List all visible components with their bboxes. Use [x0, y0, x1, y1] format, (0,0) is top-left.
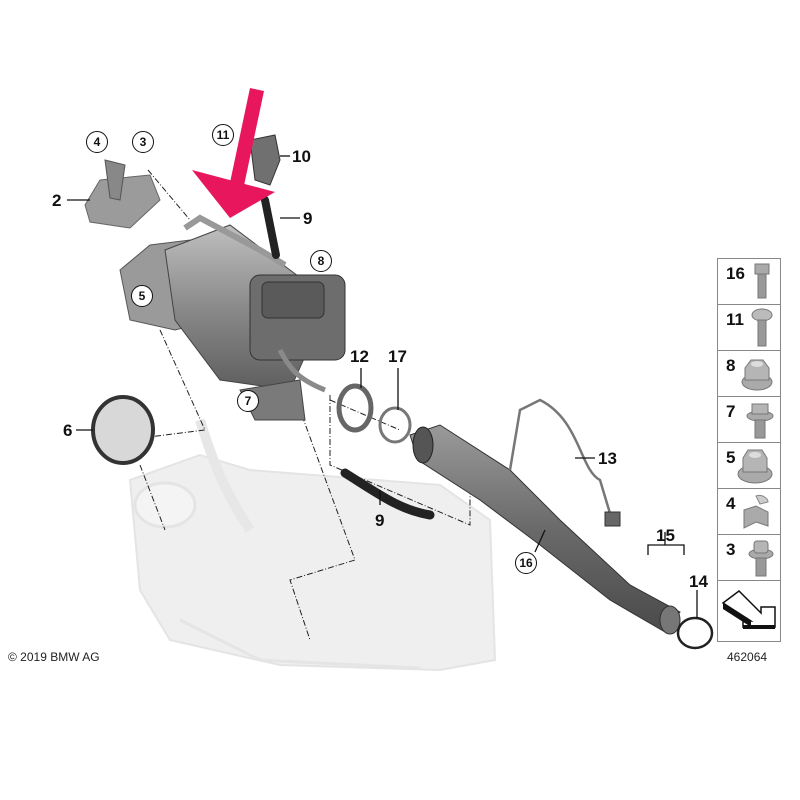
collar-nut-icon: [737, 449, 773, 484]
highlight-arrow: [192, 88, 275, 218]
upper-hose: [261, 196, 280, 259]
legend-item-5: 5: [717, 442, 781, 489]
sealing-ring: [676, 616, 714, 650]
legend-item-16: 16: [717, 258, 781, 305]
clamp-ring: [378, 406, 412, 444]
callout-11: 11: [212, 124, 234, 146]
legend-item-8: 8: [717, 350, 781, 397]
hex-flange-nut-icon: [741, 359, 773, 391]
v-band-clamp: [336, 383, 374, 433]
exhaust-aftertreatment-module: [119, 214, 346, 421]
diagram-number: 462064: [727, 650, 768, 664]
legend-item-11: 11: [717, 304, 781, 351]
hex-flange-bolt-icon: [754, 263, 770, 299]
callout-15: 15: [656, 526, 675, 545]
callout-17: 17: [388, 347, 407, 366]
callout-7: 7: [237, 390, 259, 412]
torx-flange-bolt-icon: [748, 540, 774, 577]
legend-item-4: 4: [717, 488, 781, 535]
callout-14: 14: [689, 572, 708, 591]
legend-direction: [717, 580, 781, 642]
copyright-notice: © 2019 BMW AG: [8, 650, 100, 664]
gasket: [91, 395, 155, 465]
callout-6: 6: [63, 421, 73, 440]
callout-8: 8: [310, 250, 332, 272]
clip-nut-icon: [743, 495, 769, 529]
torx-bolt-icon: [751, 308, 773, 347]
legend-item-3: 3: [717, 534, 781, 581]
pressure-sensor: [249, 134, 281, 186]
callout-13: 13: [598, 449, 617, 468]
callout-3: 3: [132, 131, 154, 153]
callout-2: 2: [52, 191, 62, 210]
callout-9-lower: 9: [375, 511, 385, 530]
direction-arrow-icon: [721, 590, 776, 629]
callout-12: 12: [350, 347, 369, 366]
callout-5: 5: [131, 285, 153, 307]
callout-4: 4: [86, 131, 108, 153]
lower-hose: [340, 468, 435, 520]
legend-item-7: 7: [717, 396, 781, 443]
temperature-sensor-cable: [508, 398, 614, 521]
callout-9-upper: 9: [303, 209, 313, 228]
callout-16: 16: [515, 552, 537, 574]
callout-10: 10: [292, 147, 311, 166]
hex-flange-bolt-icon: [746, 403, 774, 439]
heat-shield-bracket: [84, 174, 161, 229]
